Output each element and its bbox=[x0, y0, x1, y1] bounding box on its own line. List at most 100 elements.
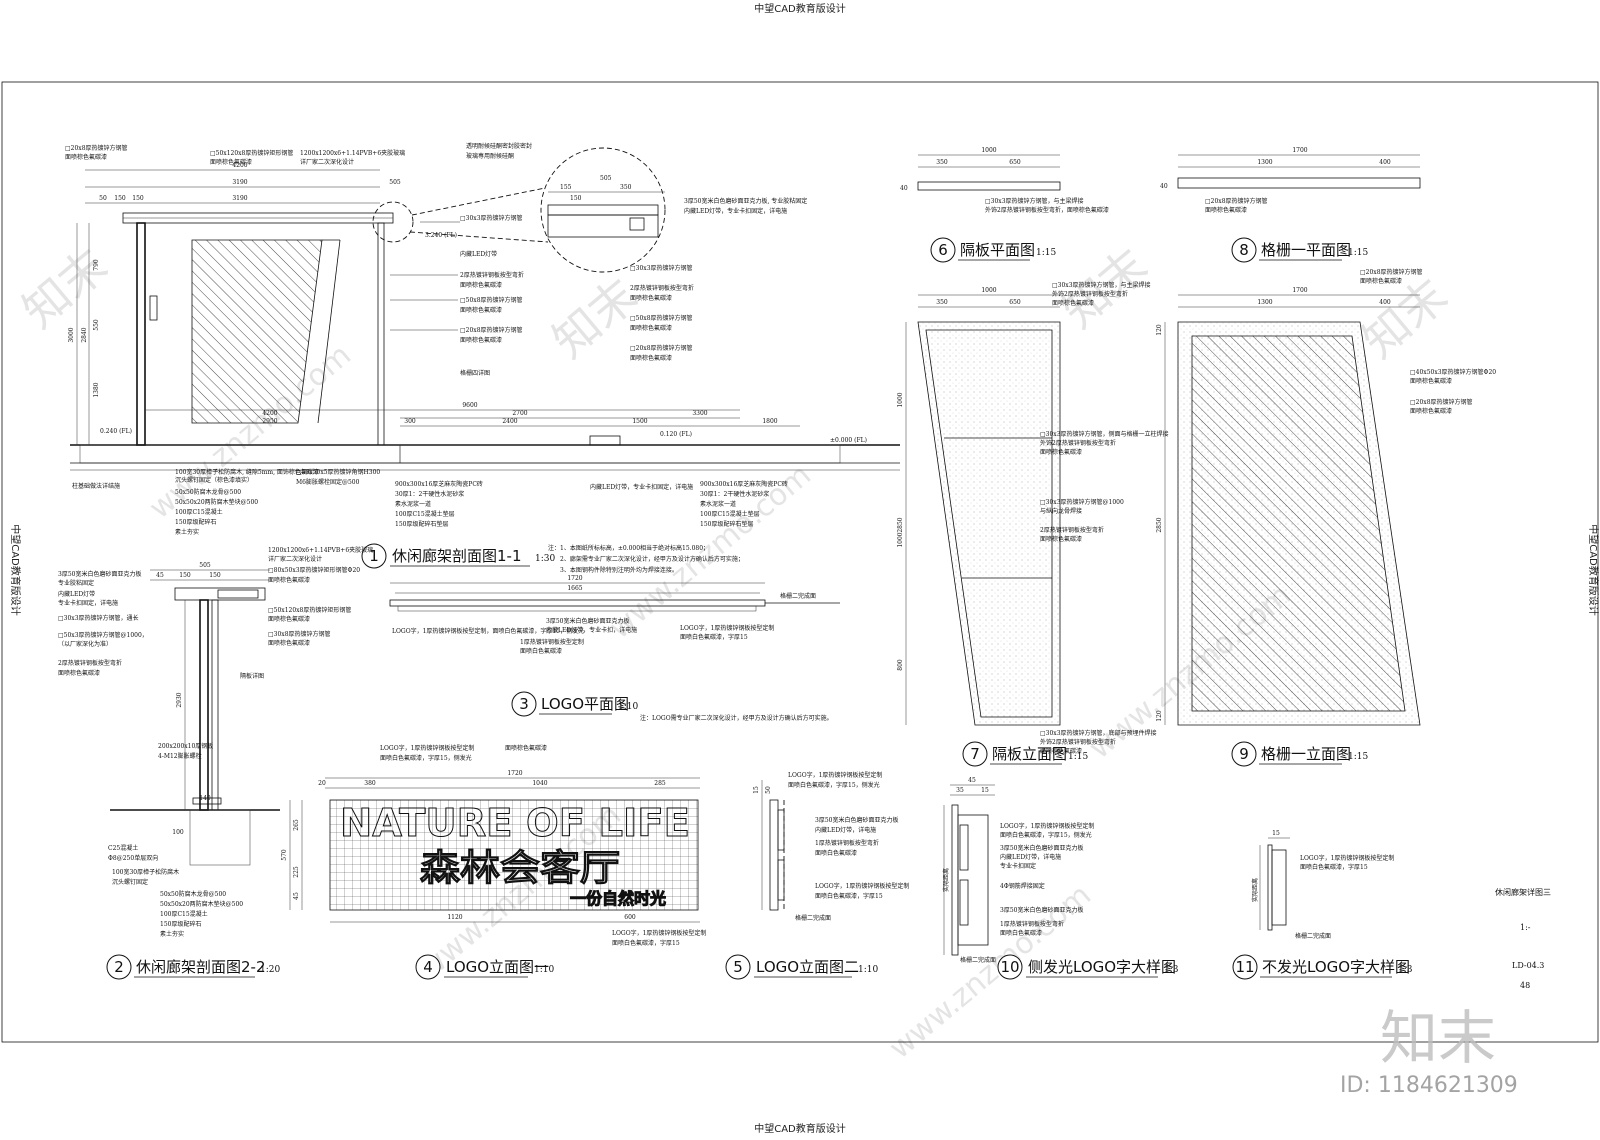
view-9-grille-elevation: 1700 1300 400 2850 120 120 □20x8厚热镀锌方钢管 … bbox=[1156, 268, 1496, 767]
svg-text:（以厂家深化为准）: （以厂家深化为准） bbox=[58, 640, 112, 648]
view-6-scale: 1:15 bbox=[1036, 248, 1056, 258]
page-number: 48 bbox=[1520, 981, 1530, 990]
view-8-grille-plan: 1700 1300 400 40 □20x8厚热镀锌方钢管 面喷棕色氟碳漆 8 … bbox=[1160, 147, 1421, 263]
svg-text:1200x1200x6+1.14PVB+6夹胶玻璃: 1200x1200x6+1.14PVB+6夹胶玻璃 bbox=[268, 546, 373, 554]
view-6-title: 隔板平面图 bbox=[960, 241, 1035, 259]
svg-text:150: 150 bbox=[132, 195, 144, 202]
svg-text:350: 350 bbox=[620, 184, 632, 191]
svg-text:□50x120x8厚热镀锌矩形钢管: □50x120x8厚热镀锌矩形钢管 bbox=[210, 149, 293, 157]
svg-text:150: 150 bbox=[570, 195, 582, 202]
svg-text:1700: 1700 bbox=[1292, 147, 1307, 154]
watermark-id: ID: 1184621309 bbox=[1340, 1073, 1518, 1098]
svg-text:详厂家二次深化设计: 详厂家二次深化设计 bbox=[300, 158, 354, 166]
view-4-number: 4 bbox=[423, 958, 433, 976]
svg-text:面喷棕色氟碳漆: 面喷棕色氟碳漆 bbox=[1040, 448, 1082, 456]
svg-text:□30x8厚热镀锌方钢管: □30x8厚热镀锌方钢管 bbox=[268, 630, 331, 638]
view-11-title: 不发光LOGO字大样图 bbox=[1262, 958, 1410, 976]
svg-text:内藏LED灯带，专业卡扣固定，详电施: 内藏LED灯带，专业卡扣固定，详电施 bbox=[684, 207, 787, 215]
svg-text:透明耐候硅酮密封胶密封: 透明耐候硅酮密封胶密封 bbox=[466, 142, 532, 150]
view-1-construction-labels: 柱基础做法详结施 100宽30厚樟子松防腐木, 缝隙5mm, 面饰棕色氟碳漆 沉… bbox=[72, 468, 788, 536]
svg-text:□50x50x5厚热镀锌角钢H300: □50x50x5厚热镀锌角钢H300 bbox=[296, 468, 380, 476]
svg-text:0.120 (FL): 0.120 (FL) bbox=[660, 431, 692, 438]
view-10-title: 侧发光LOGO字大样图 bbox=[1028, 958, 1176, 976]
svg-text:□40x50x3厚热镀锌方钢管Φ20: □40x50x3厚热镀锌方钢管Φ20 bbox=[1410, 368, 1496, 376]
edition-label-right: 中望CAD教育版设计 bbox=[1587, 524, 1600, 616]
svg-text:3厚50宽米白色磨砂面亚克力板: 3厚50宽米白色磨砂面亚克力板 bbox=[1000, 906, 1083, 914]
view-3-number: 3 bbox=[519, 695, 529, 713]
svg-text:100厚C15混凝土: 100厚C15混凝土 bbox=[160, 910, 208, 918]
svg-text:790: 790 bbox=[93, 259, 100, 271]
svg-text:100厚C15混凝土垫层: 100厚C15混凝土垫层 bbox=[700, 510, 760, 518]
edition-label-bottom: 中望CAD教育版设计 bbox=[754, 1122, 846, 1135]
svg-text:50: 50 bbox=[765, 786, 772, 794]
svg-text:50x50防腐木龙骨@500: 50x50防腐木龙骨@500 bbox=[160, 890, 226, 898]
svg-text:1300: 1300 bbox=[1257, 159, 1272, 166]
svg-text:LOGO字，1厚热镀锌钢板按型定制: LOGO字，1厚热镀锌钢板按型定制 bbox=[612, 929, 706, 937]
view-9-number: 9 bbox=[1239, 745, 1249, 763]
svg-text:面喷棕色氟碳漆: 面喷棕色氟碳漆 bbox=[1360, 277, 1402, 285]
svg-text:400: 400 bbox=[1379, 159, 1391, 166]
svg-text:120: 120 bbox=[1156, 710, 1163, 722]
svg-text:□20x8厚热镀锌方钢管: □20x8厚热镀锌方钢管 bbox=[1410, 398, 1473, 406]
svg-text:2700: 2700 bbox=[512, 410, 527, 417]
edition-label-top: 中望CAD教育版设计 bbox=[754, 2, 846, 15]
svg-text:专业卡扣固定: 专业卡扣固定 bbox=[1000, 862, 1036, 870]
view-9-title: 格栅一立面图 bbox=[1261, 745, 1351, 763]
view-8-number: 8 bbox=[1239, 241, 1249, 259]
svg-text:15: 15 bbox=[753, 786, 760, 794]
svg-text:3300: 3300 bbox=[692, 410, 707, 417]
drawing-scale: 1:- bbox=[1520, 923, 1531, 932]
svg-text:面喷白色氟碳漆，字厚15，侧发光: 面喷白色氟碳漆，字厚15，侧发光 bbox=[788, 781, 880, 789]
svg-text:1300: 1300 bbox=[1257, 299, 1272, 306]
svg-text:50x50x20两防腐木垫块@500: 50x50x20两防腐木垫块@500 bbox=[160, 900, 243, 908]
view-7-title: 隔板立面图 bbox=[992, 745, 1067, 763]
svg-text:155: 155 bbox=[560, 184, 572, 191]
svg-text:140: 140 bbox=[199, 795, 211, 802]
svg-text:2400: 2400 bbox=[502, 418, 517, 425]
svg-text:50: 50 bbox=[99, 195, 107, 202]
view-11-scale: 1:3 bbox=[1398, 965, 1413, 975]
svg-text:内藏LED灯带: 内藏LED灯带 bbox=[58, 590, 95, 598]
svg-text:2厚热镀锌钢板按型弯折: 2厚热镀锌钢板按型弯折 bbox=[1040, 526, 1104, 534]
svg-text:150厚级配碎石垫层: 150厚级配碎石垫层 bbox=[395, 520, 448, 528]
view-11-letter-detail: 15 实际距离 LOGO字，1厚热镀锌钢板按型定制 面喷白色氟碳漆，字厚15 格… bbox=[1232, 830, 1413, 980]
svg-text:40: 40 bbox=[1160, 183, 1168, 190]
svg-text:面喷棕色氟碳漆: 面喷棕色氟碳漆 bbox=[1205, 206, 1247, 214]
svg-text:□30x3厚热镀锌方钢管，与主梁焊接: □30x3厚热镀锌方钢管，与主梁焊接 bbox=[985, 197, 1084, 205]
svg-text:面喷棕色氟碳漆: 面喷棕色氟碳漆 bbox=[630, 324, 672, 332]
svg-text:300: 300 bbox=[404, 418, 416, 425]
view-4-scale: 1:10 bbox=[534, 965, 554, 975]
svg-text:45: 45 bbox=[968, 777, 976, 784]
svg-text:□30x3厚热镀锌方钢管@1000: □30x3厚热镀锌方钢管@1000 bbox=[1040, 498, 1124, 506]
svg-text:柱基础做法详结施: 柱基础做法详结施 bbox=[72, 482, 120, 490]
svg-text:30厚1：2干硬性水泥砂浆: 30厚1：2干硬性水泥砂浆 bbox=[700, 490, 769, 498]
svg-text:格栅二完成面: 格栅二完成面 bbox=[960, 956, 996, 964]
svg-text:面喷棕色氟碳漆: 面喷棕色氟碳漆 bbox=[630, 354, 672, 362]
view-5-scale: 1:10 bbox=[858, 965, 878, 975]
view-4-logo-elevation: 1720 380 1040 285 20 NATURE OF LIFE 森林会客… bbox=[281, 744, 706, 980]
view-10-letter-detail: 45 35 15 实际距离 LOGO字，1厚热镀锌钢板按型定制 面喷白色氟碳漆，… bbox=[942, 777, 1179, 980]
view-5-title: LOGO立面图二 bbox=[756, 958, 859, 976]
svg-text:1厚热镀锌钢板按型弯折: 1厚热镀锌钢板按型弯折 bbox=[815, 839, 879, 847]
svg-text:380: 380 bbox=[364, 780, 376, 787]
svg-text:面喷棕色氟碳漆: 面喷棕色氟碳漆 bbox=[58, 669, 100, 677]
svg-text:素土夯实: 素土夯实 bbox=[160, 930, 184, 938]
svg-text:2、廊架需专业厂家二次深化设计，经甲方及设计方确认后方可实施: 2、廊架需专业厂家二次深化设计，经甲方及设计方确认后方可实施； bbox=[560, 555, 744, 563]
svg-text:150厚级配碎石垫层: 150厚级配碎石垫层 bbox=[700, 520, 753, 528]
svg-text:350: 350 bbox=[936, 299, 948, 306]
svg-text:3190: 3190 bbox=[232, 195, 247, 202]
view-7-scale: 1:15 bbox=[1068, 752, 1088, 762]
edition-label-left: 中望CAD教育版设计 bbox=[9, 524, 22, 616]
svg-text:与纵向龙骨焊接: 与纵向龙骨焊接 bbox=[1040, 507, 1082, 515]
svg-text:专业胶粘固定: 专业胶粘固定 bbox=[58, 579, 94, 587]
svg-text:M6膨胀螺栓固定@500: M6膨胀螺栓固定@500 bbox=[296, 478, 360, 486]
svg-text:4200: 4200 bbox=[262, 410, 277, 417]
svg-text:3厚50宽米白色磨砂面亚克力板: 3厚50宽米白色磨砂面亚克力板 bbox=[58, 570, 141, 578]
svg-text:面喷棕色氟碳漆: 面喷棕色氟碳漆 bbox=[65, 153, 107, 161]
view-4-logo-en: NATURE OF LIFE bbox=[340, 801, 690, 845]
svg-text:3厚50宽米白色磨砂面亚克力板, 专业胶粘固定: 3厚50宽米白色磨砂面亚克力板, 专业胶粘固定 bbox=[684, 197, 807, 205]
svg-text:45: 45 bbox=[156, 572, 164, 579]
svg-text:格栅二完成面: 格栅二完成面 bbox=[795, 914, 831, 922]
svg-text:550: 550 bbox=[93, 319, 100, 331]
svg-text:内藏LED灯带，详电施: 内藏LED灯带，详电施 bbox=[815, 826, 876, 834]
